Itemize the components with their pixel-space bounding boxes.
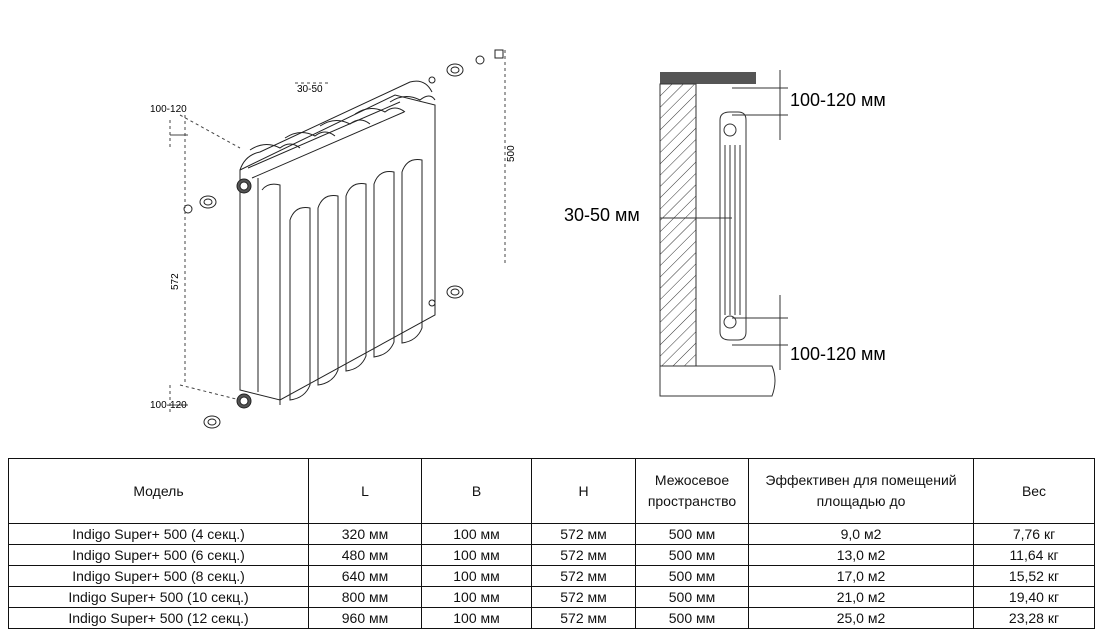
radiator-isometric-drawing: 100-120 30-50 500 572 100-120 [150, 49, 517, 429]
dim-label-wall-gap: 30-50 [297, 84, 323, 95]
table-cell: 640 мм [308, 565, 422, 587]
header-cell: Модель [8, 458, 309, 524]
header-row: Модель L B H Межосевое пространство Эффективен… [8, 458, 1095, 524]
header-text: Межосевое [654, 472, 730, 488]
table-cell: 500 мм [635, 544, 749, 566]
header-text: H [578, 482, 589, 499]
table-cell: 500 мм [635, 565, 749, 587]
table-cell: 100 мм [421, 565, 532, 587]
table-cell: Indigo Super+ 500 (10 секц.) [8, 586, 309, 608]
dimension-lines [169, 50, 506, 415]
header-cell: H [531, 458, 636, 524]
header-text: пространство [647, 493, 737, 509]
label-bottom-offset: 100-120 мм [790, 344, 886, 364]
dim-label-height: 572 [170, 273, 181, 290]
table-cell: 500 мм [635, 523, 749, 545]
table-cell: 100 мм [421, 523, 532, 545]
table-cell: 15,52 кг [973, 565, 1095, 587]
table-cell: 572 мм [531, 523, 636, 545]
table-cell: 572 мм [531, 565, 636, 587]
table-cell: 572 мм [531, 544, 636, 566]
fittings [183, 49, 504, 429]
table-cell: 21,0 м2 [748, 586, 974, 608]
dim-label-bottom-offset: 100-120 [150, 400, 187, 411]
table-cell: Indigo Super+ 500 (4 секц.) [8, 523, 309, 545]
table-cell: 320 мм [308, 523, 422, 545]
header-text: B [471, 482, 482, 499]
header-text: L [361, 482, 369, 499]
radiator-sections [236, 80, 436, 409]
dim-label-axis: 500 [506, 145, 517, 162]
table-cell: Indigo Super+ 500 (12 секц.) [8, 607, 309, 629]
table-cell: 9,0 м2 [748, 523, 974, 545]
wall-mount-drawing: 100-120 мм 30-50 мм 100-120 мм [564, 70, 886, 397]
header-cell: L [308, 458, 422, 524]
table-cell: 500 мм [635, 586, 749, 608]
header-cell: Межосевое пространство [635, 458, 749, 524]
table-cell: 13,0 м2 [748, 544, 974, 566]
table-cell: 100 мм [421, 544, 532, 566]
dim-label-top-offset: 100-120 [150, 104, 187, 115]
header-text: площадью до [816, 493, 906, 509]
label-wall-gap: 30-50 мм [564, 205, 640, 225]
spec-table: Модель L B H Межосевое пространство Эффективен… [8, 458, 1095, 629]
table-cell: 800 мм [308, 586, 422, 608]
table-cell: 960 мм [308, 607, 422, 629]
table-cell: 23,28 кг [973, 607, 1095, 629]
table-cell: 17,0 м2 [748, 565, 974, 587]
table-cell: Indigo Super+ 500 (6 секц.) [8, 544, 309, 566]
header-cell: Эффективен для помещений площадью до [748, 458, 974, 524]
table-cell: 25,0 м2 [748, 607, 974, 629]
header-text: Вес [1021, 482, 1047, 499]
table-cell: 100 мм [421, 607, 532, 629]
table-cell: 480 мм [308, 544, 422, 566]
table-cell: 11,64 кг [973, 544, 1095, 566]
table-cell: 7,76 кг [973, 523, 1095, 545]
header-cell: B [421, 458, 532, 524]
table-cell: 100 мм [421, 586, 532, 608]
dimension-marks [660, 70, 788, 370]
table-cell: Indigo Super+ 500 (8 секц.) [8, 565, 309, 587]
wall-section [659, 72, 776, 397]
table-cell: 500 мм [635, 607, 749, 629]
table-cell: 19,40 кг [973, 586, 1095, 608]
table-cell: 572 мм [531, 607, 636, 629]
table-cell: 572 мм [531, 586, 636, 608]
radiator-side-view [719, 111, 750, 346]
header-cell: Вес [973, 458, 1095, 524]
header-text: Эффективен для помещений [765, 472, 957, 488]
label-top-offset: 100-120 мм [790, 90, 886, 110]
spec-table-header: Модель L B H Межосевое пространство Эффективен… [8, 458, 1095, 524]
header-text: Модель [133, 482, 184, 499]
